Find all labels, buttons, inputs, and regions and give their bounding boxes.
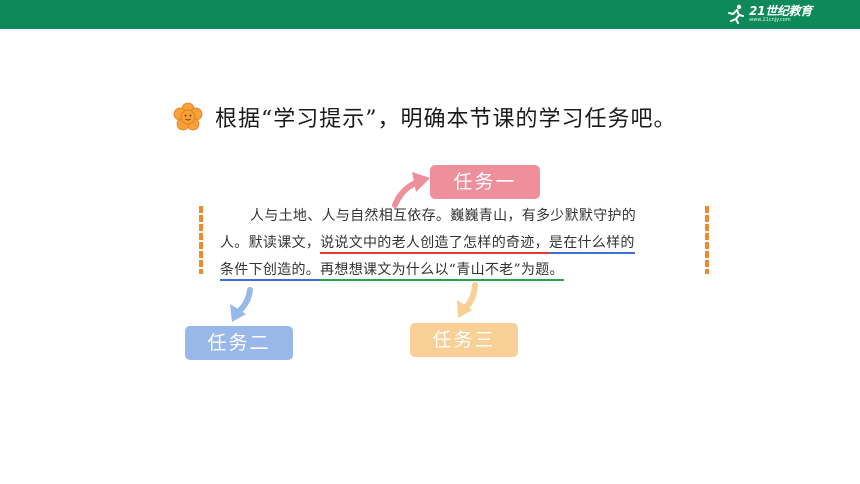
right-bracket [705, 206, 709, 274]
arrow-task-three [457, 282, 478, 318]
passage-line-1: 人与土地、人与自然相互依存。巍巍青山，有多少默默守护的 [220, 203, 700, 230]
task-two-phrase-part-1: 是在什么样的 [548, 235, 635, 254]
flower-icon [173, 102, 203, 131]
brand-logo: 21世纪教育 www.21cnjy.com [726, 3, 812, 25]
arrow-task-two [230, 287, 253, 322]
instruction-heading: 根据“学习提示”，明确本节课的学习任务吧。 [173, 99, 677, 135]
passage: 人与土地、人与自然相互依存。巍巍青山，有多少默默守护的 人。默读课文，说说文中的… [220, 203, 700, 284]
arrow-task-one [392, 172, 430, 208]
task-three-tag: 任务三 [410, 323, 518, 357]
heading-text: 根据“学习提示”，明确本节课的学习任务吧。 [215, 107, 677, 132]
task-one-phrase: 说说文中的老人创造了怎样的奇迹， [320, 235, 549, 254]
top-bar: 21世纪教育 www.21cnjy.com [0, 0, 860, 29]
passage-line-2-a: 人。默读课文， [220, 235, 321, 251]
runner-icon [728, 4, 745, 24]
task-two-tag: 任务二 [185, 326, 293, 360]
passage-line-1-text: 人与土地、人与自然相互依存。巍巍青山，有多少默默守护的 [250, 208, 637, 224]
task-one-tag: 任务一 [430, 165, 540, 199]
task-three-phrase: 再想想课文为什么以“青山不老”为题。 [320, 262, 564, 281]
brand-url: www.21cnjy.com [749, 17, 791, 23]
task-two-phrase-part-2: 条件下创造的。 [220, 262, 321, 281]
left-bracket [199, 206, 203, 274]
brand-text: 21世纪教育 [749, 4, 812, 18]
passage-line-3: 条件下创造的。再想想课文为什么以“青山不老”为题。 [220, 257, 700, 284]
passage-line-2: 人。默读课文，说说文中的老人创造了怎样的奇迹，是在什么样的 [220, 230, 700, 257]
